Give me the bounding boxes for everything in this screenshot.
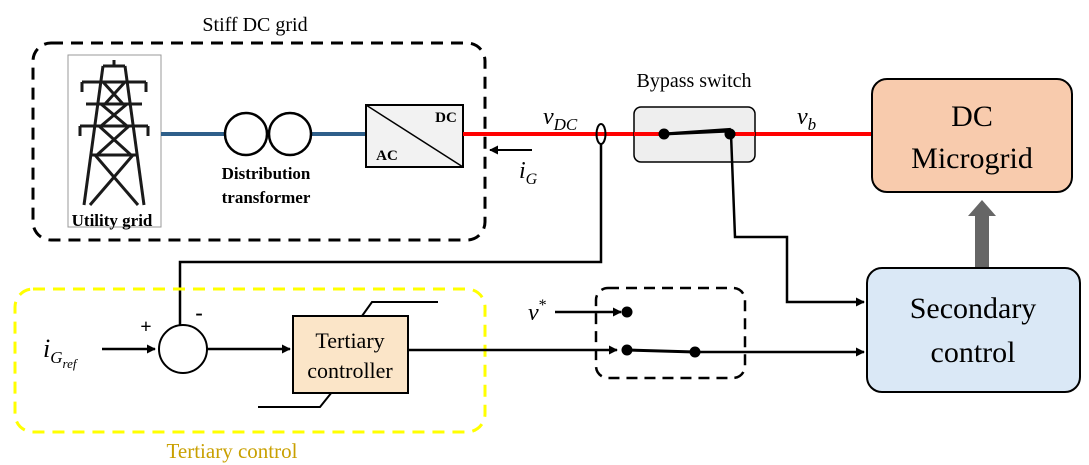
tertiary-control-label: Tertiary control <box>167 439 298 463</box>
utility-grid-tower-icon <box>67 54 162 228</box>
bypass-to-secondary-wire <box>729 133 865 307</box>
sensor-feedback-wire <box>175 144 603 338</box>
converter-dc-label: DC <box>435 110 457 126</box>
i-g-label: iG <box>519 158 538 188</box>
v-b-label: vb <box>797 104 816 134</box>
utility-grid-label: Utility grid <box>72 211 153 230</box>
summing-junction <box>158 324 208 374</box>
tertiary-controller-box <box>292 315 409 394</box>
dc-microgrid-label-line1: DC <box>951 100 993 133</box>
controller-limit-bottom <box>258 391 333 408</box>
controller-limit-top <box>361 301 438 317</box>
ac-dc-converter <box>365 104 464 168</box>
secondary-control-label-line2: control <box>931 336 1016 369</box>
i-g-ref-label: iGref <box>43 334 79 371</box>
stiff-dc-grid-box <box>31 41 487 242</box>
tertiary-control-box <box>13 287 487 434</box>
tertiary-controller-label-line2: controller <box>307 358 393 383</box>
plus-sign: + <box>140 316 151 338</box>
minus-sign: - <box>195 300 202 325</box>
bypass-switch-label: Bypass switch <box>637 70 752 92</box>
stiff-dc-grid-title: Stiff DC grid <box>202 14 307 36</box>
secondary-control-label-line1: Secondary <box>910 292 1037 325</box>
selector-switch-icon <box>621 306 701 358</box>
v-star-label: v* <box>528 297 547 326</box>
selector-switch-box <box>594 286 747 380</box>
dc-microgrid-label-line2: Microgrid <box>911 142 1033 175</box>
transformer-icon <box>223 111 313 157</box>
converter-ac-label: AC <box>376 148 398 164</box>
transformer-label-line1: Distribution <box>222 164 311 183</box>
v-dc-label: vDC <box>543 104 578 134</box>
bypass-switch-icon <box>634 127 755 140</box>
secondary-to-microgrid-arrow <box>968 200 996 268</box>
tertiary-controller-label-line1: Tertiary <box>315 328 384 353</box>
secondary-control-box <box>866 267 1081 393</box>
transformer-label-line2: transformer <box>222 188 311 207</box>
dc-microgrid-box <box>871 78 1073 193</box>
